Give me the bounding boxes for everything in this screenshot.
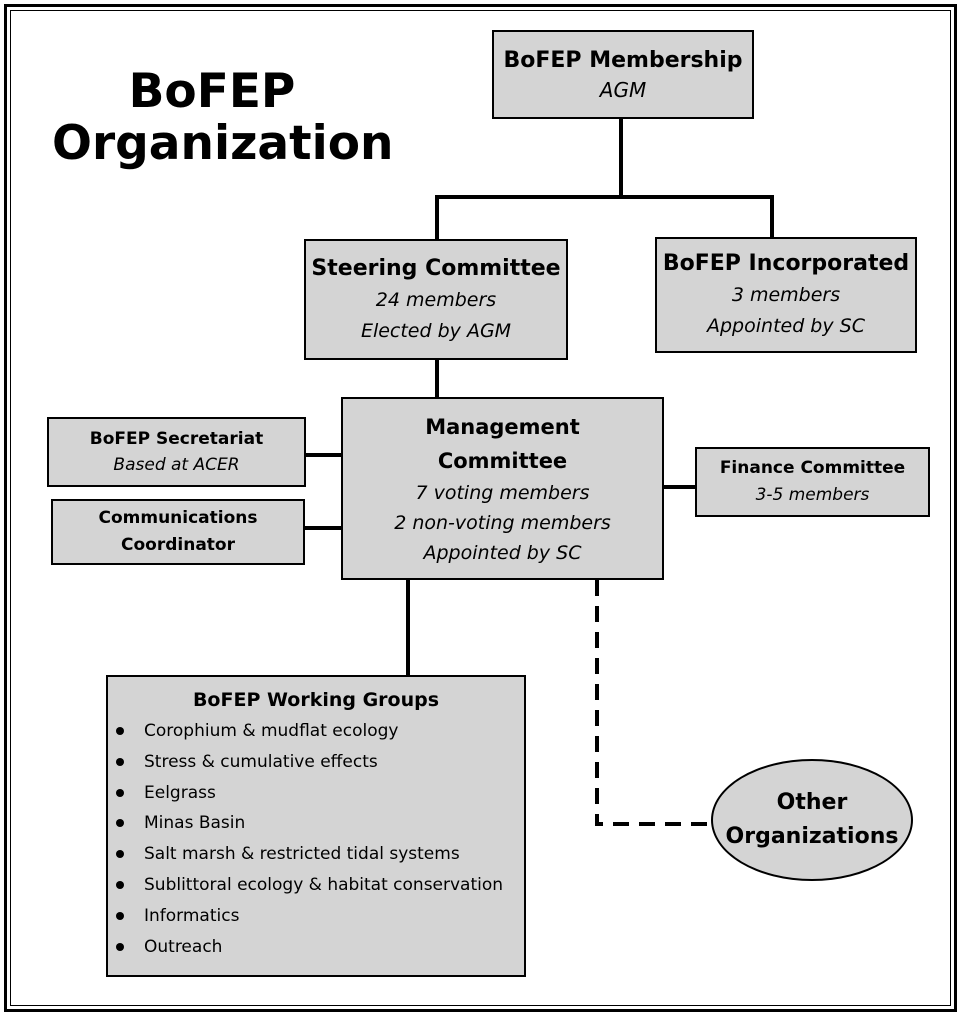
communications-name-1: Communications [98,508,258,528]
membership-name: BoFEP Membership [503,47,743,73]
incorporated-name: BoFEP Incorporated [662,251,910,276]
title-line-1: BoFEP [128,64,296,119]
bullet-icon [116,727,124,735]
other-name-2: Organizations [725,824,899,849]
list-item-label: Sublittoral ecology & habitat conservati… [144,874,504,895]
list-item-label: Corophium & mudflat ecology [144,721,399,741]
list-item-label: Salt marsh & restricted tidal systems [144,844,460,865]
steering-name: Steering Committee [311,255,561,281]
list-item: Eelgrass [108,778,524,809]
node-management-committee: Management Committee 7 voting members 2 … [341,397,664,580]
steering-line-2: Elected by AGM [360,319,512,342]
bullet-icon [116,757,124,766]
node-bofep-membership: BoFEP Membership AGM [492,30,754,119]
incorporated-line-1: 3 members [731,284,841,306]
secretariat-detail: Based at ACER [113,455,240,475]
node-bofep-secretariat: BoFEP Secretariat Based at ACER [47,417,306,487]
finance-detail: 3-5 members [755,485,870,505]
membership-detail: AGM [599,77,647,102]
incorporated-line-2: Appointed by SC [707,315,865,337]
list-item-label: Eelgrass [144,782,216,803]
list-item-label: Stress & cumulative effects [144,751,378,772]
dashed-connector-other [595,580,711,826]
finance-name: Finance Committee [719,458,906,478]
diagram-title: BoFEP Organization [52,64,394,171]
list-item: Salt marsh & restricted tidal systems [108,839,524,870]
list-item: Sublittoral ecology & habitat conservati… [108,870,524,901]
list-item-label: Minas Basin [144,813,246,834]
inner-frame [10,10,951,1006]
bullet-icon [116,850,124,859]
node-other-organizations: Other Organizations [711,759,913,881]
list-item-label: Informatics [144,905,240,926]
other-name-1: Other [776,790,848,815]
node-communications-coordinator: Communications Coordinator [51,499,305,565]
management-line-1: 7 voting members [415,481,590,504]
list-item: Minas Basin [108,808,524,839]
bullet-icon [116,942,124,951]
bullet-icon [116,911,124,920]
management-name-2: Committee [437,448,568,473]
list-item-label: Outreach [144,936,223,957]
communications-name-2: Coordinator [121,535,235,555]
management-line-2: 2 non-voting members [394,511,611,534]
node-finance-committee: Finance Committee 3-5 members [695,447,930,517]
node-bofep-incorporated: BoFEP Incorporated 3 members Appointed b… [655,237,917,353]
list-item: Outreach [108,932,524,963]
list-item: Stress & cumulative effects [108,747,524,778]
bullet-icon [116,880,124,889]
node-working-groups: BoFEP Working Groups Corophium & mudflat… [106,675,526,977]
outer-frame [4,4,957,1012]
title-line-2: Organization [52,116,394,171]
list-item: Corophium & mudflat ecology [108,716,524,747]
list-item: Informatics [108,901,524,932]
management-name-1: Management [425,414,580,439]
secretariat-name: BoFEP Secretariat [89,429,264,449]
bullet-icon [116,819,124,828]
steering-line-1: 24 members [375,288,497,311]
working-groups-list: Corophium & mudflat ecology Stress & cum… [108,716,524,962]
management-line-3: Appointed by SC [423,541,582,564]
bullet-icon [116,788,124,797]
working-groups-title: BoFEP Working Groups [192,689,440,711]
node-steering-committee: Steering Committee 24 members Elected by… [304,239,568,360]
